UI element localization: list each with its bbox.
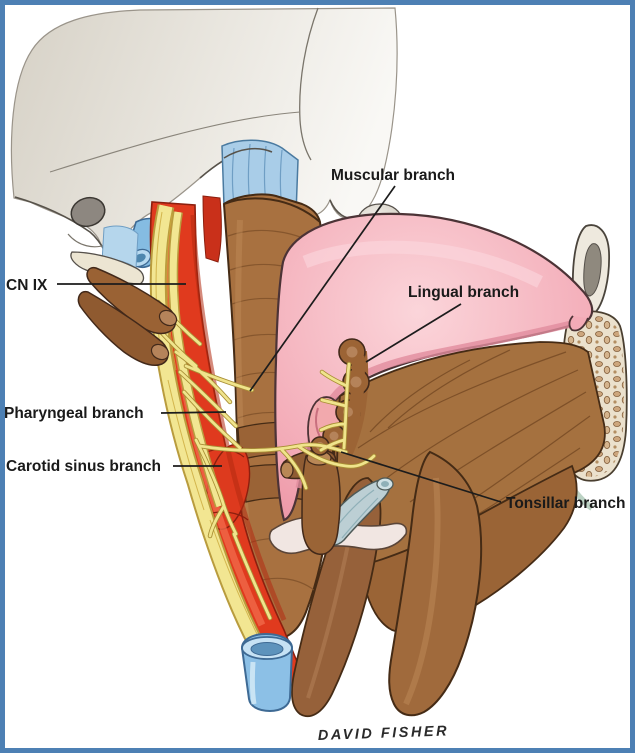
leader-muscular bbox=[249, 185, 396, 392]
label-muscular-branch: Muscular branch bbox=[331, 167, 455, 184]
muscle-fibers bbox=[357, 349, 591, 519]
leader-lines bbox=[57, 185, 502, 503]
zygomatic-line bbox=[299, 7, 319, 161]
tongue-highlight bbox=[302, 240, 543, 288]
stylohyoid-muscle bbox=[77, 290, 169, 366]
leader-pharyngeal bbox=[160, 411, 227, 414]
label-carotid-sinus-branch: Carotid sinus branch bbox=[6, 458, 161, 475]
artist-signature: DAVID FISHER bbox=[318, 723, 450, 744]
label-cn-ix: CN IX bbox=[6, 277, 48, 294]
cartilage-horn bbox=[321, 477, 394, 546]
nerve-branches bbox=[151, 299, 377, 621]
label-tonsillar-branch: Tonsillar branch bbox=[506, 495, 625, 512]
tooth-pulp bbox=[583, 243, 602, 297]
auditory-meatus bbox=[70, 196, 106, 228]
tongue-tip-fold bbox=[568, 315, 589, 332]
label-pharyngeal-branch: Pharyngeal branch bbox=[4, 405, 144, 422]
cut-muscle-stubs bbox=[280, 449, 341, 556]
leader-lingual bbox=[365, 303, 462, 363]
labels: Muscular branch Lingual branch CN IX Pha… bbox=[4, 167, 625, 512]
skull-contour-line bbox=[49, 111, 301, 173]
leader-tonsillar bbox=[340, 451, 502, 503]
artery-sliver bbox=[202, 195, 222, 263]
label-lingual-branch: Lingual branch bbox=[408, 284, 519, 301]
jugular-vein-cut bbox=[240, 632, 294, 713]
